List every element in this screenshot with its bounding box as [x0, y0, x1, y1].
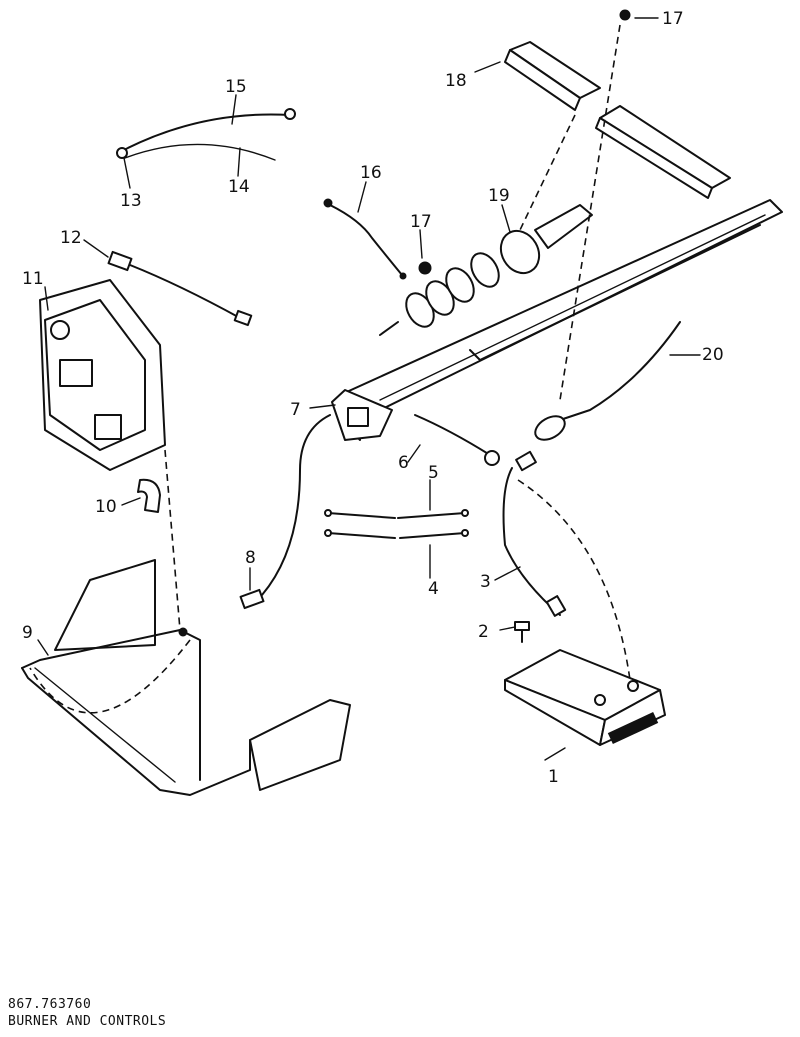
callout-3: 3	[480, 572, 491, 592]
model-number: 867.763760	[8, 997, 92, 1012]
part-7-burner-tube	[331, 199, 783, 441]
callout-1: 1	[548, 767, 559, 787]
callout-8: 8	[245, 548, 256, 568]
callout-12: 12	[60, 228, 82, 248]
callout-14: 14	[228, 177, 250, 197]
part-6-lead	[414, 414, 500, 466]
callout-6: 6	[398, 453, 409, 473]
parts-diagram: 1 2 3 4 5 6 7 8 9 10 11 12 13 14 15 16 1…	[21, 9, 783, 796]
part-12-lead	[107, 250, 253, 327]
assembly-lines	[29, 24, 631, 714]
callout-18: 18	[445, 71, 467, 91]
part-3-wire	[502, 467, 567, 617]
part-2-screw	[514, 621, 530, 643]
callout-9: 9	[22, 623, 33, 643]
callout-15: 15	[225, 77, 247, 97]
part-8-connector	[239, 414, 331, 610]
part-20-probe	[515, 321, 681, 472]
section-title: BURNER AND CONTROLS	[8, 1014, 167, 1029]
callout-20: 20	[702, 345, 724, 365]
callout-19: 19	[488, 186, 510, 206]
part-16-lead	[323, 198, 407, 280]
callout-5: 5	[428, 463, 439, 483]
callout-10: 10	[95, 497, 117, 517]
callout-4: 4	[428, 579, 439, 599]
callout-16: 16	[360, 163, 382, 183]
part-18-brackets	[504, 41, 731, 199]
callout-17-lower: 17	[410, 212, 432, 232]
part-10-elbow	[137, 478, 161, 513]
part-13-15-harness	[116, 108, 296, 161]
part-19-valve	[379, 204, 593, 336]
callout-labels: 1 2 3 4 5 6 7 8 9 10 11 12 13 14 15 16 1…	[22, 9, 724, 787]
part-11-gas-control	[39, 279, 166, 471]
callout-11: 11	[22, 269, 44, 289]
callout-7: 7	[290, 400, 301, 420]
callout-17-upper: 17	[662, 9, 684, 29]
part-4-5-leads	[324, 509, 469, 539]
callout-2: 2	[478, 622, 489, 642]
part-17-screws	[418, 9, 631, 275]
leader-lines	[37, 17, 701, 761]
part-9-frame	[21, 559, 351, 796]
part-1-module	[504, 649, 666, 746]
callout-13: 13	[120, 191, 142, 211]
